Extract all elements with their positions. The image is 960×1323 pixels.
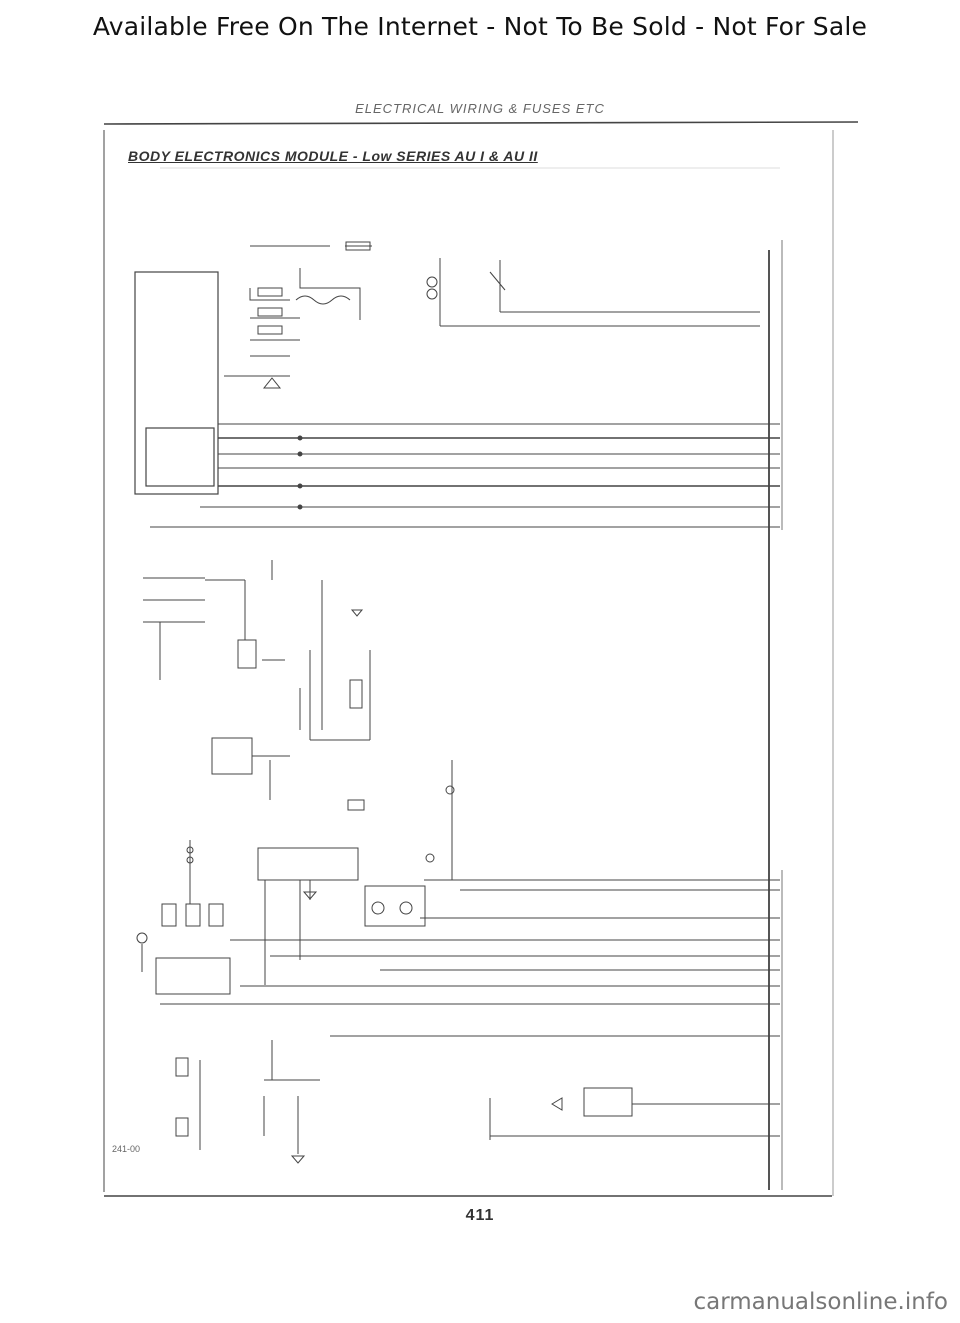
bem-module: [134, 271, 219, 495]
watermark-banner: Available Free On The Internet - Not To …: [92, 12, 868, 41]
footer-watermark: carmanualsonline.info: [693, 1289, 948, 1315]
page-number: 411: [465, 1207, 495, 1224]
diagram-ref-code: 241-00: [112, 1144, 141, 1154]
section-heading: ELECTRICAL WIRING & FUSES ETC: [355, 101, 605, 116]
diagram-title: BODY ELECTRONICS MODULE - Low SERIES AU …: [128, 148, 538, 164]
